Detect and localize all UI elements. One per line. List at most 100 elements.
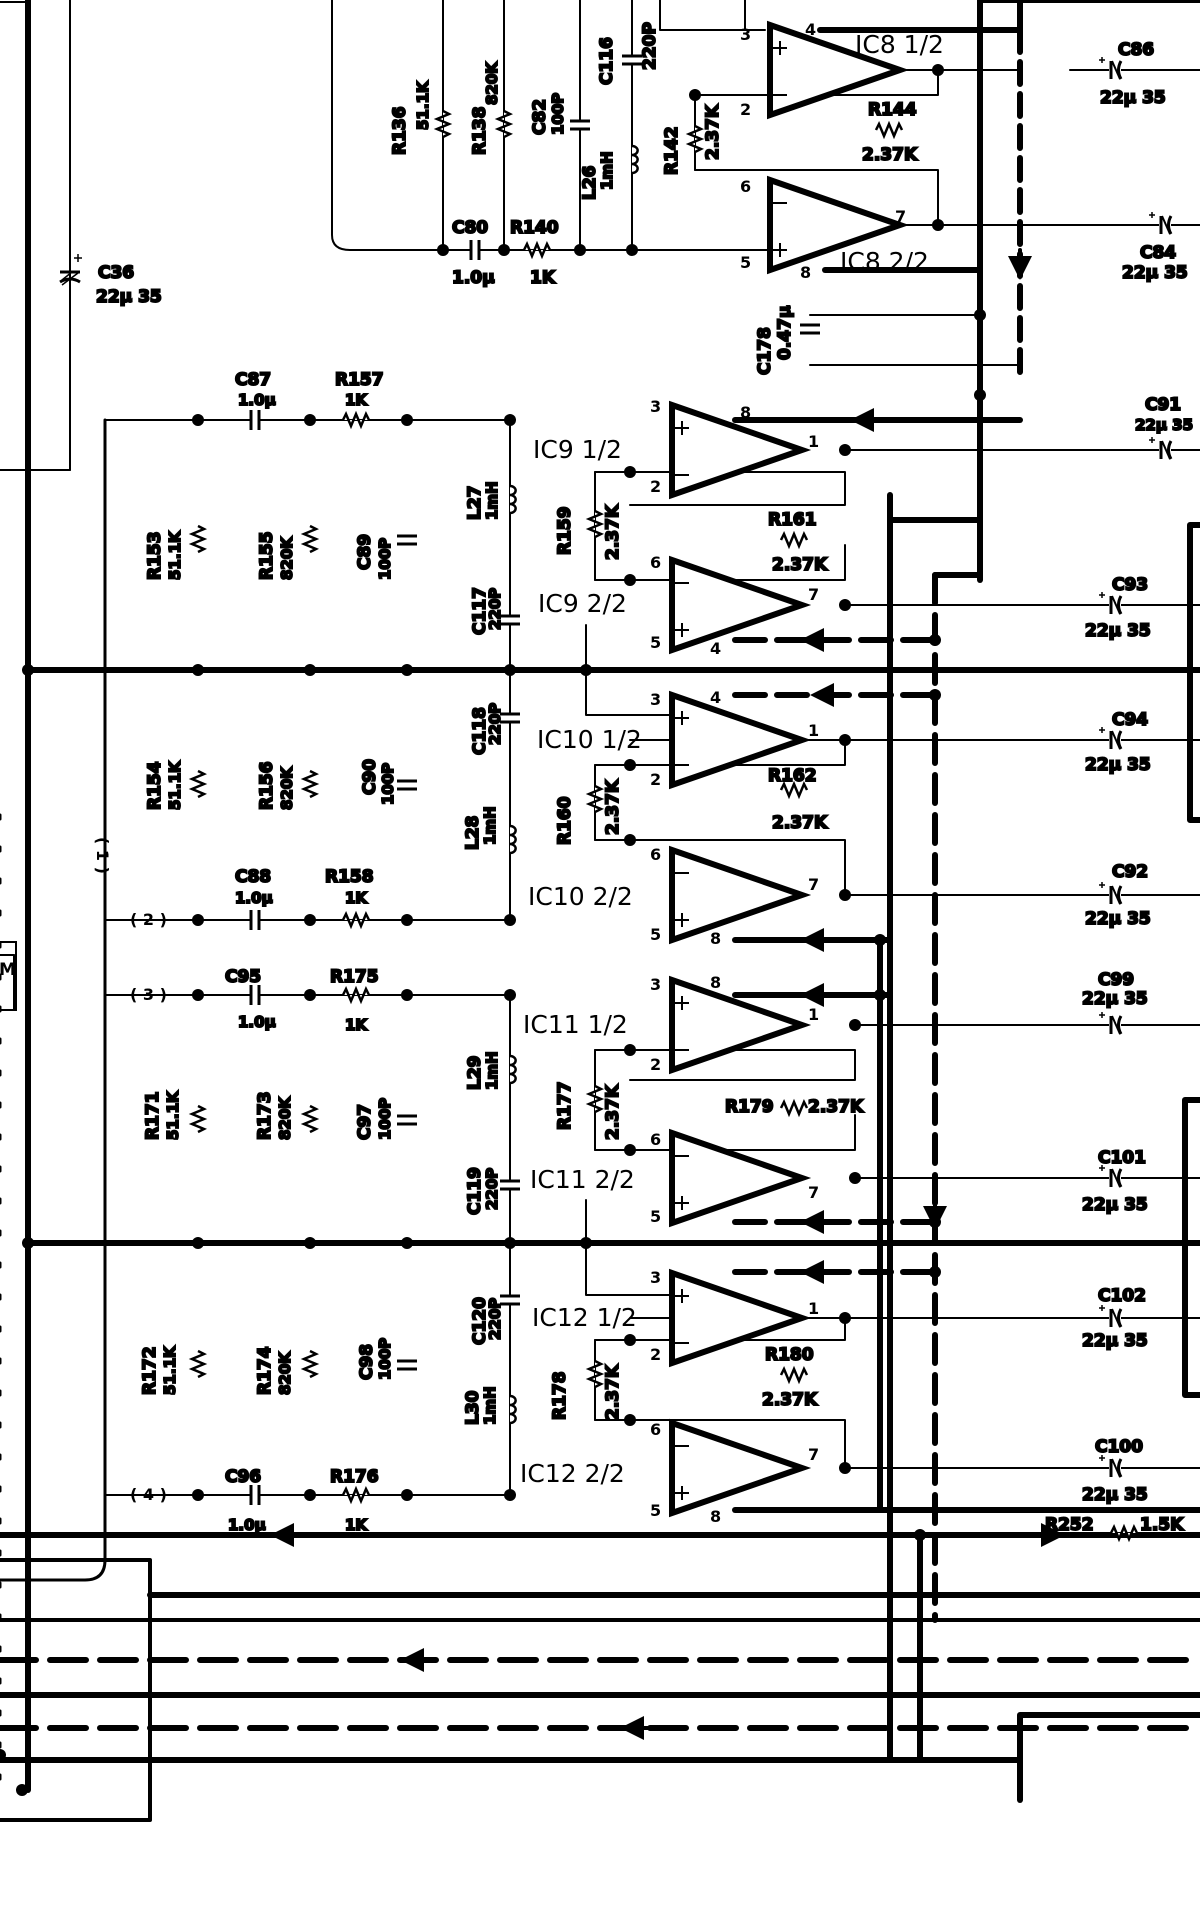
c120-component — [500, 1294, 520, 1306]
r179-ref: R179 — [725, 1097, 774, 1117]
r144-val: 2.37K — [862, 145, 918, 165]
r172-val: 51.1K — [161, 1345, 179, 1395]
r154-component — [188, 769, 208, 799]
connector-1: ( 1 ) — [93, 837, 112, 874]
c95-val: 1.0μ — [238, 1013, 276, 1031]
c92-component — [1099, 882, 1123, 905]
r174-ref: R174 — [255, 1346, 275, 1395]
r160-component — [585, 784, 605, 814]
r178-val: 2.37K — [603, 1364, 623, 1420]
c80-ref: C80 — [452, 218, 488, 238]
ic-label-ic12a: IC12 1/2 — [532, 1303, 637, 1332]
ic-label-ic11a: IC11 1/2 — [523, 1010, 628, 1039]
c86-ref: C86 — [1118, 40, 1154, 60]
svg-text:5: 5 — [650, 925, 661, 944]
r174-val: 820K — [276, 1351, 294, 1395]
r136-component — [433, 109, 453, 139]
svg-text:2: 2 — [650, 1345, 661, 1364]
l29-ref: L29 — [465, 1056, 485, 1091]
c88-component — [249, 910, 261, 930]
r159-val: 2.37K — [603, 504, 623, 560]
c96-component — [249, 1485, 261, 1505]
c101-component — [1099, 1165, 1123, 1188]
c178-component — [800, 323, 820, 335]
c97-component — [397, 1114, 417, 1126]
c84-ref: C84 — [1140, 243, 1176, 263]
r180-val: 2.37K — [762, 1390, 818, 1410]
r158-ref: R158 — [325, 867, 374, 887]
c80-val: 1.0μ — [452, 268, 495, 288]
ic-labels: IC8 1/2 IC8 2/2 IC9 1/2 IC9 2/2 IC10 1/2… — [520, 30, 944, 1488]
c119-component — [500, 1179, 520, 1191]
svg-text:1: 1 — [808, 721, 819, 740]
c86-component — [1099, 57, 1123, 80]
connector-4: ( 4 ) — [130, 1485, 167, 1504]
r162-component — [779, 780, 809, 800]
opamp-ic9a — [669, 400, 812, 500]
r140-ref: R140 — [510, 218, 559, 238]
c88-val: 1.0μ — [235, 889, 273, 907]
l26-ref: L26 — [580, 166, 600, 201]
r178-ref: R178 — [550, 1371, 570, 1420]
ic-label-ic12b: IC12 2/2 — [520, 1459, 625, 1488]
opamp-signs — [675, 41, 787, 1500]
c117-component — [500, 614, 520, 626]
r142-val: 2.37K — [703, 104, 723, 160]
r161-component — [779, 530, 809, 550]
c116-ref: C116 — [597, 37, 617, 85]
c80-component — [469, 240, 481, 260]
c87-component — [249, 410, 261, 430]
r172-component — [188, 1349, 208, 1379]
c90-ref: C90 — [360, 759, 380, 795]
l29-val: 1mH — [483, 1051, 501, 1090]
r177-val: 2.37K — [603, 1084, 623, 1140]
r180-ref: R180 — [765, 1345, 814, 1365]
c101-ref: C101 — [1098, 1148, 1146, 1168]
c90-val: 100P — [379, 763, 397, 805]
svg-text:4: 4 — [710, 688, 721, 707]
svg-text:8: 8 — [710, 1507, 721, 1526]
l26-component — [631, 144, 639, 175]
l30-ref: L30 — [463, 1390, 483, 1425]
r179-component — [779, 1098, 809, 1118]
svg-text:7: 7 — [808, 875, 819, 894]
r175-val: 1K — [345, 1016, 368, 1034]
c95-component — [249, 985, 261, 1005]
c97-ref: C97 — [355, 1104, 375, 1140]
r179-val: 2.37K — [808, 1097, 864, 1117]
r161-val: 2.37K — [772, 555, 828, 575]
r154-ref: R154 — [145, 761, 165, 810]
r252-component — [1109, 1523, 1139, 1543]
r173-ref: R173 — [255, 1091, 275, 1140]
c91-ref: C91 — [1145, 395, 1181, 415]
r174-component — [300, 1349, 320, 1379]
svg-text:1: 1 — [808, 1299, 819, 1318]
l27-val: 1mH — [483, 481, 501, 520]
r161-ref: R161 — [768, 510, 817, 530]
svg-text:2: 2 — [650, 1055, 661, 1074]
r156-val: 820K — [278, 766, 296, 810]
c87-val: 1.0μ — [238, 391, 276, 409]
r176-ref: R176 — [330, 1467, 379, 1487]
svg-text:5: 5 — [650, 1207, 661, 1226]
c117-ref: C117 — [470, 587, 490, 635]
c94-component — [1099, 727, 1123, 750]
l30-component — [509, 1394, 517, 1425]
ic-label-ic8b: IC8 2/2 — [840, 247, 929, 276]
c82-val: 100P — [549, 93, 567, 135]
ic-label-ic10a: IC10 1/2 — [537, 725, 642, 754]
c92-val: 22μ 35 — [1085, 909, 1151, 929]
c36-ref: C36 — [98, 263, 134, 283]
svg-text:2: 2 — [740, 100, 751, 119]
junctions — [0, 64, 986, 1796]
connector-2: ( 2 ) — [130, 910, 167, 929]
svg-text:6: 6 — [650, 1420, 661, 1439]
svg-text:2: 2 — [650, 770, 661, 789]
c99-ref: C99 — [1098, 970, 1134, 990]
l27-ref: L27 — [465, 486, 485, 521]
c119-ref: C119 — [465, 1167, 485, 1215]
r153-component — [188, 524, 208, 554]
c119-val: 220P — [483, 1168, 501, 1210]
ic-label-ic11b: IC11 2/2 — [530, 1165, 635, 1194]
c100-ref: C100 — [1095, 1437, 1143, 1457]
